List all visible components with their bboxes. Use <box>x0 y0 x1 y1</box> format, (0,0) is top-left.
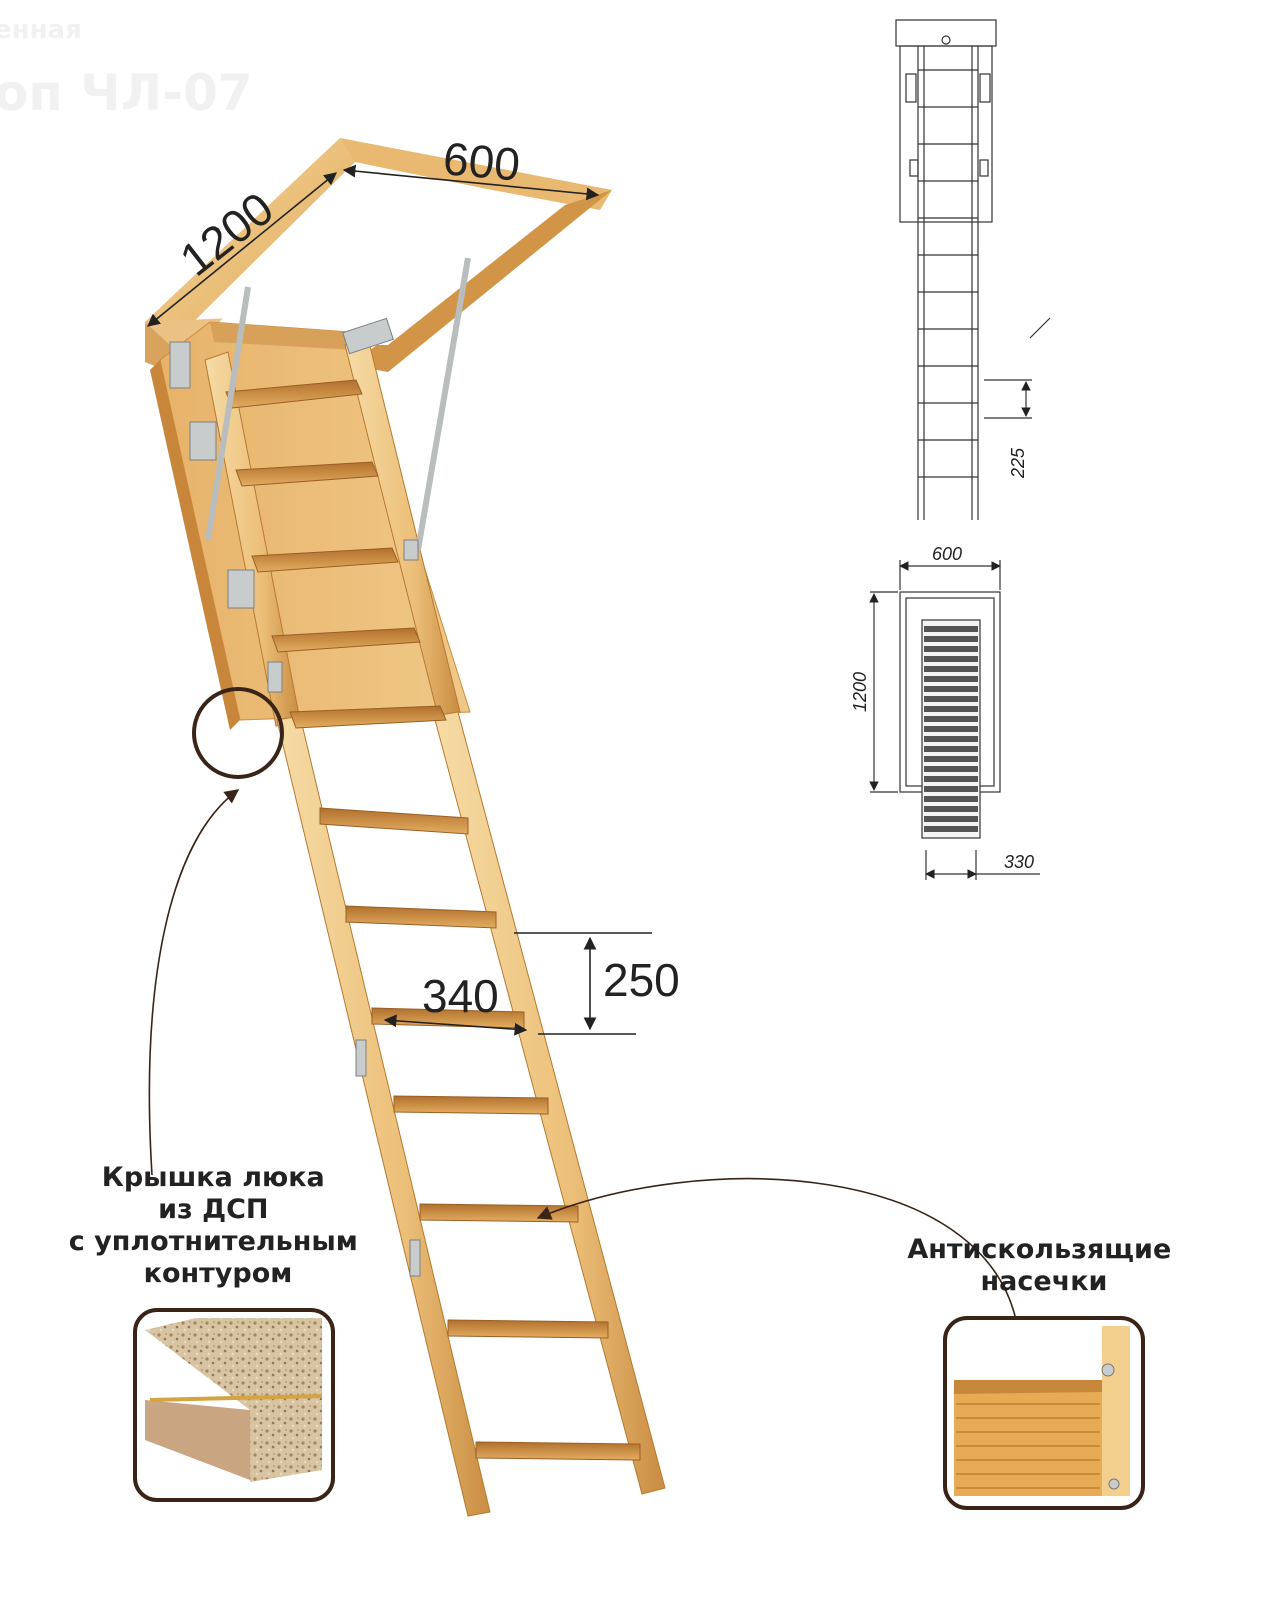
top-view-rung <box>924 686 978 692</box>
dimension-step-spacing: 250 <box>514 932 680 1035</box>
callout-right-title: Антискользящие насечки <box>907 1234 1180 1297</box>
step-board-lower-1 <box>319 807 469 835</box>
technical-drawing-top <box>869 560 1040 880</box>
faded-header-line2: оп ЧЛ-07 <box>0 64 253 122</box>
top-view-rung <box>924 796 978 802</box>
top-view-rung <box>924 736 978 742</box>
top-view-rung <box>924 696 978 702</box>
callout-left-line1: Крышка люка <box>102 1162 325 1193</box>
callout-left-title: Крышка люка из ДСП с уплотнительным конт… <box>69 1162 368 1289</box>
top-view-rung <box>924 816 978 822</box>
callout-antislip: Антискользящие насечки <box>536 1178 1180 1510</box>
lower-ladder-section <box>276 711 666 1517</box>
top-length-label: 1200 <box>850 672 870 712</box>
top-width-label: 600 <box>932 544 962 564</box>
top-view-rung <box>924 766 978 772</box>
top-view-rung <box>924 626 978 632</box>
ladder-steps <box>225 379 641 1461</box>
callout-hatch-cover: Крышка люка из ДСП с уплотнительным конт… <box>69 687 368 1502</box>
top-view-rung <box>924 646 978 652</box>
dimension-step-width: 340 <box>383 970 528 1036</box>
top-view-rung <box>924 756 978 762</box>
step-board-lower-5 <box>419 1203 579 1223</box>
callout-right-line1: Антискользящие <box>907 1234 1171 1265</box>
callout-arrow-right <box>536 1178 1019 1331</box>
step-board-upper-3 <box>251 547 399 573</box>
top-view-rung <box>924 656 978 662</box>
top-view-rung <box>924 746 978 752</box>
step-spacing-label: 250 <box>603 954 680 1006</box>
hatch-width-label: 600 <box>441 132 522 190</box>
step-board-upper-5 <box>289 705 447 729</box>
hinge-arms <box>169 257 471 1277</box>
side-step-spacing-label: 225 <box>1008 447 1028 479</box>
step-board-lower-7 <box>475 1441 641 1461</box>
chipboard-sample-photo <box>133 1308 335 1502</box>
step-board-upper-2 <box>235 461 379 487</box>
top-view-rung <box>924 676 978 682</box>
detail-circle <box>192 687 284 779</box>
callout-left-line4: контуром <box>144 1258 293 1289</box>
top-view-rung <box>924 806 978 812</box>
top-view-rung <box>924 716 978 722</box>
top-view-rung <box>924 666 978 672</box>
top-view-rung <box>924 776 978 782</box>
callout-left-line3: с уплотнительным <box>69 1226 358 1257</box>
step-board-lower-6 <box>447 1319 609 1339</box>
step-width-label: 340 <box>422 970 499 1022</box>
top-view-rung <box>924 726 978 732</box>
top-view-rung <box>924 786 978 792</box>
top-view-rung <box>924 706 978 712</box>
technical-drawing-side <box>895 19 1051 520</box>
callout-arrow-left <box>148 789 240 1176</box>
step-board-upper-4 <box>271 627 421 653</box>
top-view-rung <box>924 636 978 642</box>
top-view-rung <box>924 826 978 832</box>
top-ladder-width-label: 330 <box>1004 852 1034 872</box>
faded-header-line1: енная <box>0 15 82 45</box>
step-board-lower-2 <box>345 905 497 929</box>
step-board-lower-4 <box>393 1095 549 1115</box>
antislip-sample-photo <box>943 1316 1145 1510</box>
callout-right-line2: насечки <box>981 1266 1108 1297</box>
callout-left-line2: из ДСП <box>158 1194 268 1225</box>
dimension-hatch-width: 600 <box>342 132 600 201</box>
